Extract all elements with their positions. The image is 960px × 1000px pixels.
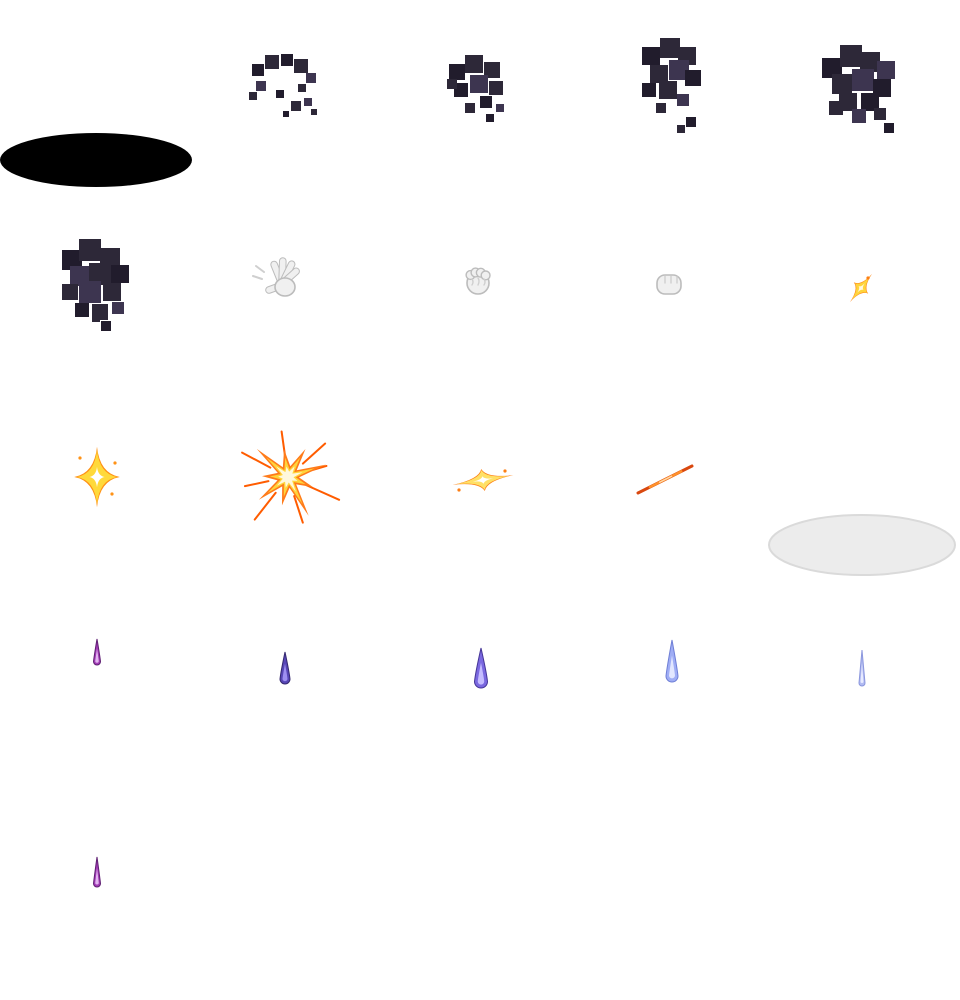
lavender-drop-sprite [665,639,679,683]
smoke-puff-large-sprite [642,38,701,133]
shadow-ellipse-sprite [0,133,192,187]
purple-drop-medium-sprite [279,651,291,685]
grabbing-hand-sprite [465,267,491,295]
purple-drop-large-sprite [473,647,489,689]
slash-streak-sprite [636,464,694,495]
smoke-puff-xlarge-sprite [822,45,895,133]
platform-ellipse-sprite [768,514,956,576]
smoke-puff-dense-sprite [62,239,129,331]
open-hand-sprite [252,257,300,297]
smoke-puff-medium-sprite [447,55,504,122]
pale-drop-thin-sprite [858,649,866,687]
purple-drop-falling-sprite [92,856,102,888]
fist-hand-sprite [656,274,682,295]
sparkle-star-sprite [74,446,120,508]
twinkle-sprite [452,468,514,492]
explosion-burst-sprite [241,430,341,524]
small-spark-sprite [849,273,873,303]
purple-drop-small-sprite [92,638,102,666]
smoke-puff-small-sprite [249,54,317,117]
